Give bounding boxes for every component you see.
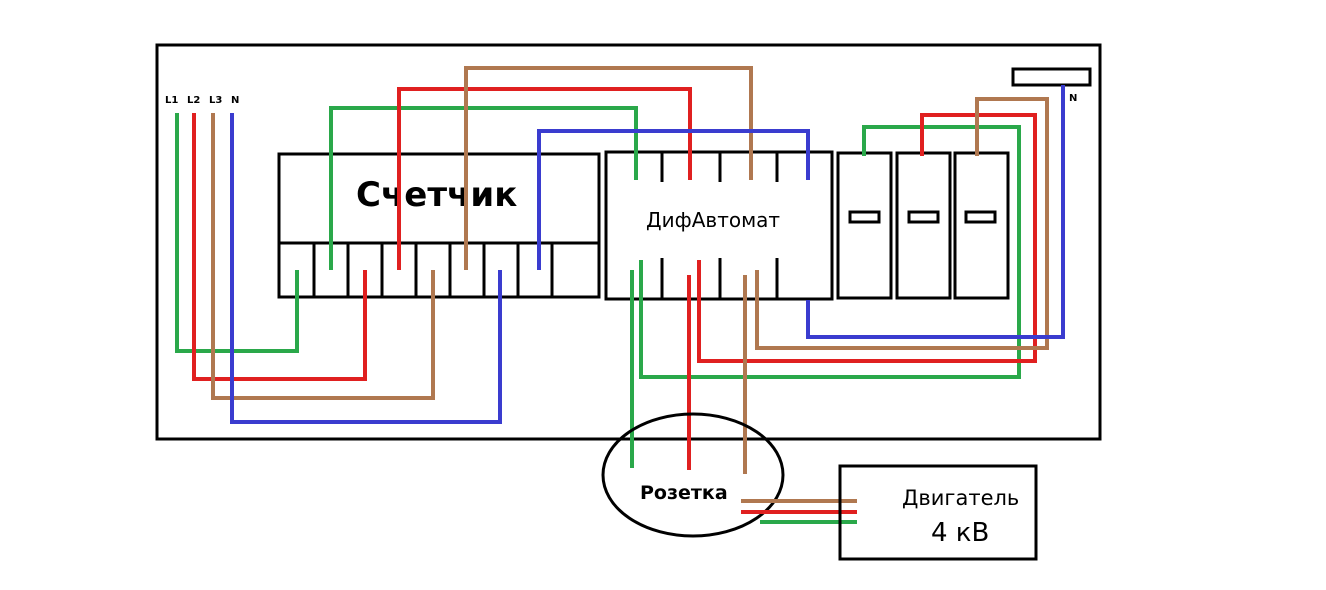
- neutral-bus-label: N: [1069, 93, 1077, 104]
- wire-n-rcd-bus: [806, 85, 1065, 339]
- neutral-bus-bar: [1011, 67, 1092, 87]
- wire-l1-rcd-breaker: [639, 125, 1021, 379]
- breaker-1: [836, 151, 893, 300]
- input-label-n: N: [231, 95, 239, 106]
- wire-l3-meter-rcd: [464, 66, 753, 270]
- input-label-l3: L3: [209, 95, 222, 106]
- wire-l2-rcd-breaker: [697, 113, 1037, 363]
- socket-outlet: [601, 412, 785, 538]
- motor-label: Двигатель: [902, 486, 1019, 510]
- motor: [838, 464, 1038, 561]
- rcd-breaker: [604, 150, 834, 301]
- breaker-1-toggle: [848, 210, 881, 224]
- panel-enclosure: [155, 43, 1102, 441]
- breaker-3: [953, 151, 1010, 300]
- meter-label: Счетчик: [356, 175, 517, 215]
- breaker-3-toggle: [964, 210, 997, 224]
- circuit-breakers: [836, 151, 1010, 300]
- input-label-l2: L2: [187, 95, 200, 106]
- motor-power: 4 кВ: [931, 518, 989, 548]
- wire-l1-meter-rcd: [329, 106, 638, 270]
- breaker-2-toggle: [907, 210, 940, 224]
- wire-l2-meter-rcd: [397, 87, 692, 270]
- wire-n-meter-rcd: [537, 129, 810, 270]
- breaker-2: [895, 151, 952, 300]
- wire-l2-input: [192, 113, 367, 381]
- wire-l3-rcd-breaker: [755, 97, 1049, 350]
- wire-n-input: [230, 113, 502, 424]
- input-label-l1: L1: [165, 95, 178, 106]
- rcd-label: ДифАвтомат: [646, 208, 780, 232]
- electricity-meter: [277, 152, 601, 299]
- socket-label: Розетка: [640, 482, 728, 504]
- wire-l3-input: [211, 113, 435, 400]
- wire-l1-input: [175, 113, 299, 353]
